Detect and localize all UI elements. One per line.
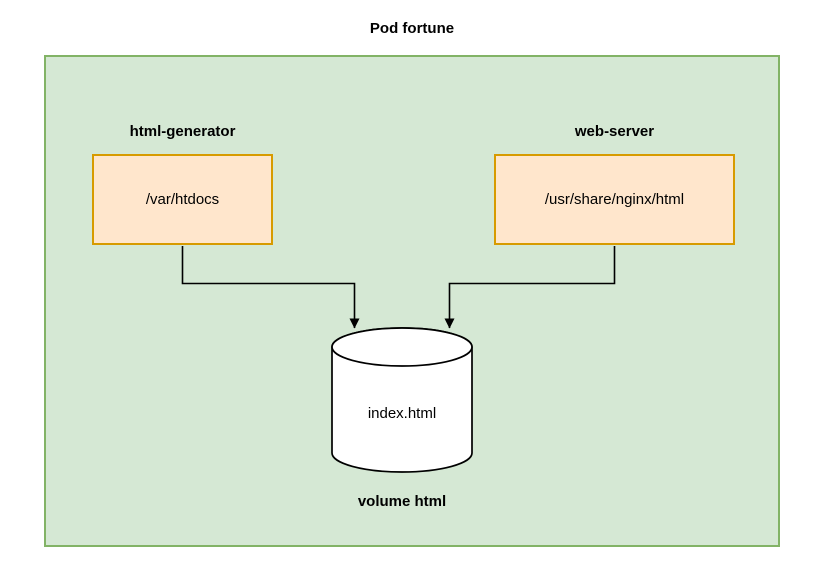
container-label-html-generator: html-generator bbox=[129, 123, 236, 140]
mount-box-web-server: /usr/share/nginx/html bbox=[494, 154, 735, 245]
mount-path-web-server: /usr/share/nginx/html bbox=[544, 191, 685, 208]
volume-label: volume html bbox=[357, 493, 447, 510]
container-label-web-server: web-server bbox=[574, 123, 655, 140]
diagram-title: Pod fortune bbox=[369, 20, 455, 37]
mount-box-html-generator: /var/htdocs bbox=[92, 154, 273, 245]
mount-path-html-generator: /var/htdocs bbox=[145, 191, 220, 208]
volume-content-filename: index.html bbox=[367, 405, 437, 422]
